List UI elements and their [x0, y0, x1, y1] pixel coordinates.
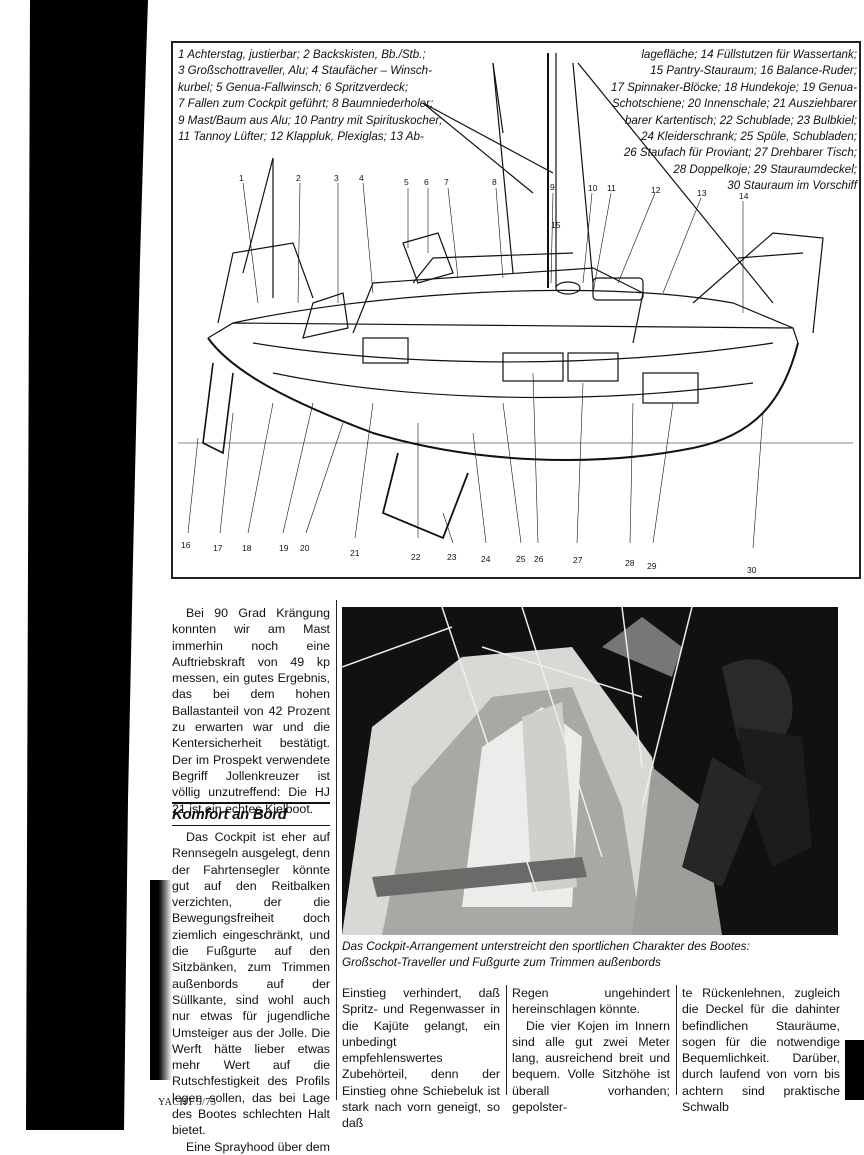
text-column-3: Regen ungehindert hereinschlagen könnte.…: [512, 985, 670, 1115]
paragraph: Eine Sprayhood über dem: [186, 1139, 330, 1154]
paragraph: Das Cockpit ist eher auf Rennsegeln ausg…: [172, 830, 330, 1138]
legend-line: 17 Spinnaker-Blöcke; 18 Hundekoje; 19 Ge…: [611, 80, 857, 94]
legend-line: 15 Pantry-Stauraum; 16 Balance-Ruder;: [650, 64, 857, 78]
bottom-callout-22: 22: [411, 552, 421, 562]
top-callout-14: 14: [739, 191, 749, 201]
text-column-1b: Das Cockpit ist eher auf Rennsegeln ausg…: [172, 829, 330, 1155]
legend-line: 7 Fallen zum Cockpit geführt; 8 Baumnied…: [178, 97, 434, 111]
bottom-callout-17: 17: [213, 543, 223, 553]
paragraph: Einstieg verhindert, daß Spritz- und Reg…: [342, 986, 500, 1131]
column-rule: [506, 985, 507, 1095]
legend-line: 1 Achterstag, justierbar; 2 Backskisten,…: [178, 48, 426, 61]
top-callout-4: 4: [359, 173, 364, 183]
paragraph: Regen ungehindert hereinschlagen könnte.: [512, 986, 670, 1017]
caption-line: Das Cockpit-Arrangement unterstreicht de…: [342, 939, 750, 953]
paragraph: Die vier Kojen im Innern sind alle gut z…: [512, 1018, 670, 1115]
legend-line: 30 Stauraum im Vorschiff: [727, 179, 857, 193]
text-column-1: Bei 90 Grad Krängung konnten wir am Mast…: [172, 605, 330, 817]
top-callout-3: 3: [334, 173, 339, 183]
bottom-callout-24: 24: [481, 554, 491, 564]
bottom-callout-28: 28: [625, 558, 635, 568]
bottom-callout-29: 29: [647, 561, 657, 571]
bottom-callout-21: 21: [350, 548, 360, 558]
top-callout-11: 11: [607, 183, 616, 193]
top-callout-5: 5: [404, 177, 409, 187]
bottom-callout-20: 20: [300, 543, 310, 553]
legend-line: barer Kartentisch; 22 Schublade; 23 Bulb…: [624, 113, 857, 127]
page-footer: YACHT 5/75: [158, 1097, 217, 1108]
scan-shadow-right: [845, 1040, 864, 1100]
bottom-callout-18: 18: [242, 543, 252, 553]
legend-line: 26 Staufach für Proviant; 27 Drehbarer T…: [623, 146, 857, 160]
legend-line: 24 Kleiderschrank; 25 Spüle, Schubladen;: [641, 130, 857, 144]
legend-line: kurbel; 5 Genua-Fallwinsch; 6 Spritzverd…: [178, 80, 409, 94]
legend-line: 11 Tannoy Lüfter; 12 Klappluk, Plexiglas…: [178, 130, 424, 144]
legend-line: lagefläche; 14 Füllstutzen für Wassertan…: [641, 48, 857, 61]
top-callout-12: 12: [651, 185, 661, 195]
top-callout-8: 8: [492, 177, 497, 187]
legend-right: lagefläche; 14 Füllstutzen für Wassertan…: [570, 47, 857, 195]
legend-line: 28 Doppelkoje; 29 Stauraumdeckel;: [673, 162, 857, 176]
bottom-callout-26: 26: [534, 554, 544, 564]
caption-line: Großschot-Traveller und Fußgurte zum Tri…: [342, 955, 661, 969]
legend-left: 1 Achterstag, justierbar; 2 Backskisten,…: [178, 47, 478, 145]
top-callout-7: 7: [444, 177, 449, 187]
photo-caption: Das Cockpit-Arrangement unterstreicht de…: [342, 938, 847, 970]
legend-line: 3 Großschottraveller, Alu; 4 Staufächer …: [178, 64, 432, 78]
top-callout-6: 6: [424, 177, 429, 187]
top-callout-13: 13: [697, 188, 707, 198]
legend-line: 9 Mast/Baum aus Alu; 10 Pantry mit Spiri…: [178, 113, 443, 127]
paragraph: te Rückenlehnen, zugleich die Deckel für…: [682, 986, 840, 1115]
bottom-callout-23: 23: [447, 552, 457, 562]
section-heading: Komfort an Bord: [172, 802, 330, 826]
top-callout-1: 1: [239, 173, 244, 183]
text-column-4: te Rückenlehnen, zugleich die Deckel für…: [682, 985, 840, 1115]
scan-shadow-text-edge: [150, 880, 172, 1080]
bottom-callout-30: 30: [747, 565, 757, 575]
top-callout-15: 15: [551, 220, 561, 230]
scan-shadow-edge: [0, 0, 150, 1130]
bottom-callout-27: 27: [573, 555, 583, 565]
cockpit-photo: [342, 607, 838, 935]
column-rule: [336, 600, 337, 1100]
column-rule: [676, 985, 677, 1095]
paragraph: Bei 90 Grad Krängung konnten wir am Mast…: [172, 606, 330, 816]
top-callout-10: 10: [588, 183, 598, 193]
legend-line: Schotschiene; 20 Innenschale; 21 Auszieh…: [611, 97, 857, 111]
top-callout-2: 2: [296, 173, 301, 183]
bottom-callout-25: 25: [516, 554, 526, 564]
top-callout-9: 9: [550, 182, 555, 192]
bottom-callout-16: 16: [181, 540, 191, 550]
text-column-2: Einstieg verhindert, daß Spritz- und Reg…: [342, 985, 500, 1132]
diagram-frame: [171, 41, 861, 579]
bottom-callout-19: 19: [279, 543, 289, 553]
cockpit-photo-image: [342, 607, 838, 935]
